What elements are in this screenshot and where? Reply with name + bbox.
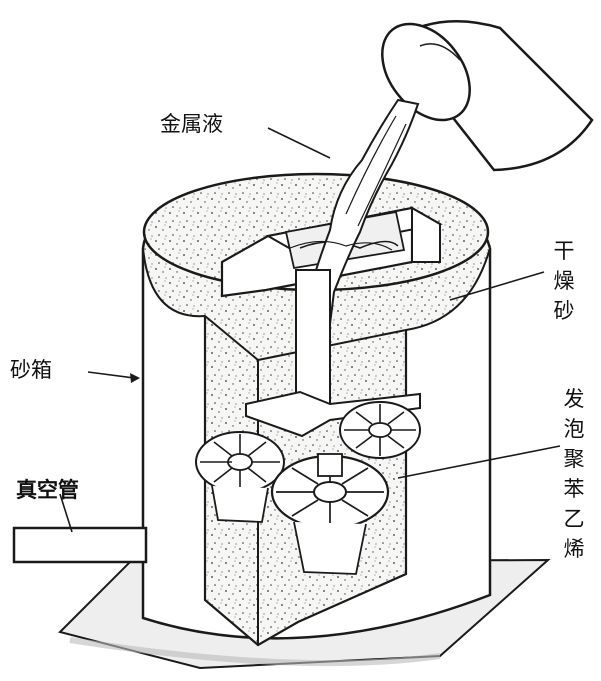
leader-molten-metal [268, 128, 330, 158]
foam-pattern-right [340, 402, 420, 458]
vacuum-pipe [14, 528, 146, 562]
label-eps-foam: 发泡聚苯乙烯 [562, 384, 586, 564]
label-vacuum-pipe: 真空管 [16, 480, 79, 501]
label-sand-box: 砂箱 [10, 360, 52, 381]
label-dry-sand: 干燥砂 [552, 236, 576, 326]
sprue [296, 270, 330, 406]
leader-sand-box [88, 372, 134, 378]
label-molten-metal: 金属液 [160, 114, 223, 135]
arrowhead-sand-box [130, 373, 140, 383]
